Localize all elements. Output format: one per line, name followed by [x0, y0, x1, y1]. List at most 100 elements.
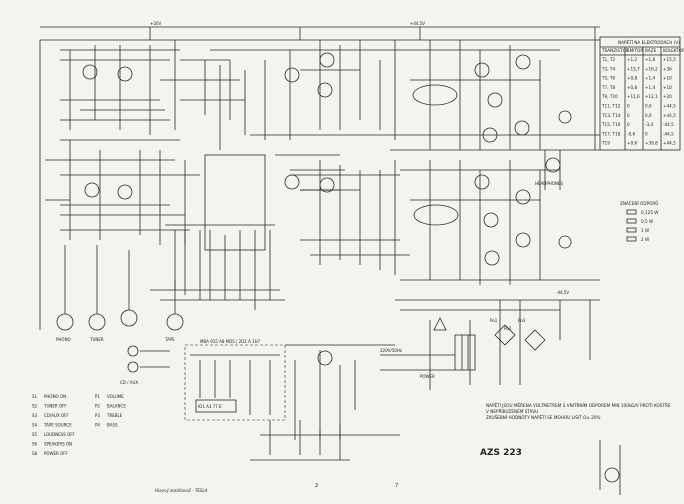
fuse-label: Po2: [504, 326, 512, 331]
fuse-label: Po1: [490, 318, 498, 323]
switch-code-right: P1: [95, 394, 100, 399]
voltage-table-cell: +44,5: [663, 113, 676, 118]
switch-code-left: S8: [32, 451, 38, 456]
switch-code-left: S3: [32, 413, 38, 418]
voltage-table-cell: +20: [663, 94, 672, 99]
measurement-note: NAPĚTÍ JSOU MĚŘENA VOLTMETREM S VNITŘNÍM…: [486, 403, 671, 408]
voltage-table-header: KOLEKTOR: [663, 48, 684, 53]
voltage-table-cell: 0: [627, 104, 630, 109]
ic-part-label: IO1 A3 77 E: [198, 404, 222, 409]
ic-block: [185, 345, 400, 460]
voltage-table-cell: +11,6: [627, 94, 640, 99]
voltage-table-cell: +1,2: [627, 57, 638, 62]
voltage-table-cell: 0: [627, 122, 630, 127]
voltage-table-cell: T7, T8: [601, 85, 615, 90]
driver-top: [285, 40, 400, 140]
voltage-table-cell: +10: [663, 76, 672, 81]
resistor-legend-item: 0,5 W: [641, 219, 653, 224]
voltage-table-cell: T3, T4: [601, 66, 615, 71]
voltage-table-cell: 0: [627, 113, 630, 118]
switch-text-left: POWER OFF: [44, 451, 69, 456]
switch-code-left: S5: [32, 432, 38, 437]
voltage-table-cell: T19: [601, 141, 610, 146]
resistor-legend-item: 0,125 W: [641, 210, 658, 215]
voltage-table-cell: T13, T14: [601, 113, 621, 118]
voltage-table-cell: T11, T12: [601, 104, 621, 109]
schematic-title: AZS 223: [480, 448, 522, 458]
rail-label-neg44: -44,5V: [556, 290, 569, 295]
power-supply: [380, 300, 600, 410]
voltage-table-cell: +44,5: [663, 104, 676, 109]
voltage-table-cell: +1,4: [645, 85, 656, 90]
voltage-table-cell: -0,6: [627, 131, 636, 136]
resistor-legend-title: ZNAČENÍ ODPORŮ: [620, 201, 658, 206]
voltage-table-cell: +15,5: [663, 57, 676, 62]
switch-text-left: TAPE SOURCE: [43, 423, 72, 428]
switch-text-left: PHONO ON: [44, 394, 66, 399]
measurement-note: V NEPŘÍBUZENÉM STAVU: [486, 409, 538, 414]
voltage-table-cell: +44,5: [663, 141, 676, 146]
voltage-table-cell: -3,4: [645, 122, 654, 127]
bottom-right-stage: [600, 440, 620, 495]
voltage-table-cell: +12,1: [645, 94, 658, 99]
voltage-table-cell: T5, T6: [601, 76, 615, 81]
ic-label: MBA 915 A8 MDS / 2D2 A 1H7: [200, 339, 261, 344]
switch-code-left: S1: [32, 394, 38, 399]
voltage-table-cell: 0: [645, 131, 648, 136]
label-cd-aux: CD / AUX: [120, 380, 138, 385]
switch-code-left: S2: [32, 404, 38, 409]
voltage-table-cell: T1, T2: [601, 57, 615, 62]
label-tape: TAPE: [164, 337, 175, 342]
output-top: [400, 40, 571, 150]
preamp-bottom: [45, 140, 200, 245]
switch-code-left: S6: [32, 442, 38, 447]
switch-text-right: VOLUME: [107, 394, 124, 399]
label-phono: PHONO: [56, 337, 71, 342]
voltage-table-cell: +10: [663, 85, 672, 90]
driver-bottom: [285, 160, 410, 275]
voltage-table-cell: +1,4: [645, 76, 656, 81]
measurement-note: ZKUŠEBNÍ HODNOTY NAPĚTÍ SE MOHOU LIŠIT O…: [486, 415, 600, 420]
switch-code-right: P3: [95, 413, 100, 418]
resistor-legend: [627, 210, 636, 241]
rail-label-mains: 220V/50Hz: [380, 348, 402, 353]
rail-label-pos20: +20V: [150, 21, 161, 26]
voltage-table-cell: +0,8: [627, 76, 638, 81]
voltage-table-cell: -44,5: [663, 131, 674, 136]
voltage-table-cell: +0,6: [627, 141, 638, 146]
voltage-table-cell: +39,8: [645, 141, 658, 146]
voltage-table-header: TRANZISTOR: [601, 48, 629, 53]
page-number-right: 7: [395, 483, 398, 489]
voltage-table-cell: 0,6: [645, 104, 652, 109]
voltage-table-cell: -44,5: [663, 122, 674, 127]
voltage-table-cell: +1,8: [645, 57, 656, 62]
switch-text-right: BASS: [107, 423, 118, 428]
voltage-table-cell: +16,2: [645, 66, 658, 71]
voltage-table-cell: 0,6: [645, 113, 652, 118]
voltage-table-header: EMITOR: [627, 48, 643, 53]
voltage-table-cell: +0,8: [627, 85, 638, 90]
switch-text-left: CD/AUX OFF: [44, 413, 69, 418]
switch-text-left: TUNER OFF: [43, 404, 67, 409]
label-tuner: TUNER: [89, 337, 104, 342]
switch-text-right: TREBLE: [106, 413, 123, 418]
switch-text-right: BALANCE: [107, 404, 126, 409]
label-headphones: HEADPHONES: [535, 181, 563, 186]
switch-code-right: P4: [95, 423, 100, 428]
switch-text-left: LOUDNESS OFF: [44, 432, 76, 437]
output-bottom: [400, 150, 600, 285]
voltage-table-title: NAPĚTÍ NA ELEKTRODÁCH (V): [618, 40, 680, 45]
voltage-table-cell: T9, T10: [601, 94, 618, 99]
rail-label-pos44: +44,5V: [410, 21, 425, 26]
voltage-table-cell: +15,7: [627, 66, 640, 71]
input-jacks: [57, 245, 183, 372]
voltage-table-cell: +36: [663, 66, 672, 71]
switch-code-left: S4: [32, 423, 38, 428]
tone-switch-block: [150, 50, 345, 310]
voltage-table-cell: T17, T18: [601, 131, 621, 136]
page-number-left: 2: [315, 483, 318, 489]
label-power: POWER: [420, 374, 435, 379]
switch-text-left: SPEAKERS ON: [44, 442, 72, 447]
